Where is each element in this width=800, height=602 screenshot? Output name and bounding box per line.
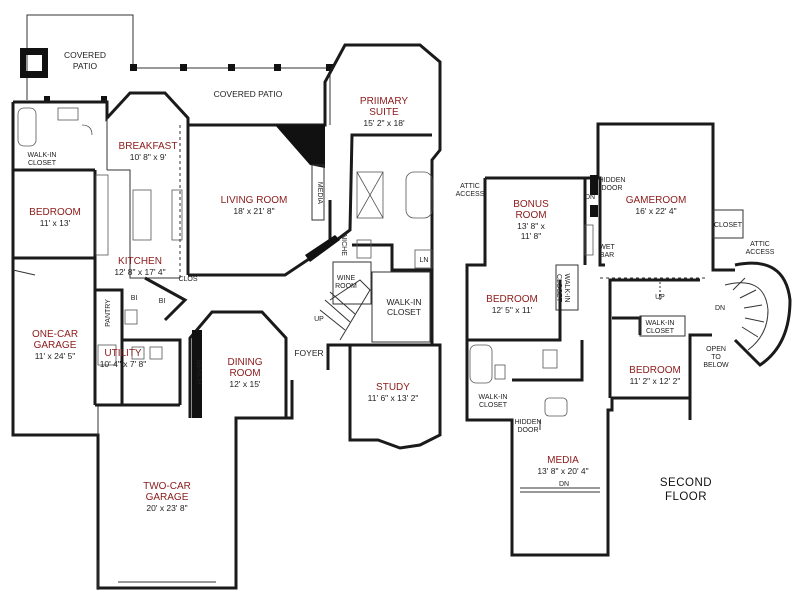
- pantry-label: PANTRY: [105, 299, 112, 327]
- dining-room-outline: [188, 310, 288, 420]
- study-name: STUDY: [376, 382, 410, 393]
- first-floor-outer-wall: [13, 43, 442, 450]
- bedroom-name: BEDROOM: [29, 207, 81, 218]
- utility-dims: 10' 4" x 7' 8": [100, 359, 147, 369]
- gameroom-name: GAMEROOM: [626, 195, 687, 206]
- dn-media: DN: [559, 481, 569, 488]
- utility-name: UTILITY: [104, 348, 142, 359]
- living-room-dims: 18' x 21' 8": [233, 206, 274, 216]
- bedroom-dims: 11' x 13': [40, 218, 71, 228]
- media-niche-label: MEDIA: [316, 182, 323, 205]
- bench-label: BENCH: [195, 360, 202, 385]
- bi-label-2: BI: [159, 298, 166, 305]
- fireplace-living: [275, 125, 325, 168]
- media-name: MEDIA: [547, 455, 579, 466]
- bedroom-left-name: BEDROOM: [486, 294, 538, 305]
- fireplace: [20, 48, 48, 78]
- media-dims: 13' 8" x 20' 4": [537, 466, 588, 476]
- two-car-garage-dims: 20' x 23' 8": [146, 503, 187, 513]
- breakfast-dims: 10' 8" x 9': [130, 152, 167, 162]
- gameroom-dims: 16' x 22' 4": [635, 206, 676, 216]
- first-floor: [11, 14, 442, 590]
- niche-label: NICHE: [340, 234, 347, 256]
- living-room-name: LIVING ROOM: [221, 195, 288, 206]
- dn-stairs: DN: [715, 305, 725, 312]
- covered-patio-top-label: COVERED PATIO: [214, 89, 283, 99]
- kitchen-name: KITCHEN: [118, 256, 162, 267]
- second-floor-outer-wall: [465, 178, 712, 557]
- up-label: UP: [314, 316, 324, 323]
- up-second: UP: [655, 294, 665, 301]
- bedroom-left-dims: 12' 5" x 11': [492, 305, 533, 315]
- kitchen-dims: 12' 8" x 17' 4": [114, 267, 165, 277]
- dn-bonus: DN: [585, 194, 595, 201]
- dining-room-dims: 12' x 15': [229, 379, 261, 389]
- one-car-garage-dims: 11' x 24' 5": [35, 351, 76, 361]
- bi-label-1: BI: [131, 295, 138, 302]
- stairs-outline: [733, 261, 792, 367]
- second-floor: [465, 122, 792, 557]
- covered-patio-left-outline: [26, 14, 134, 100]
- walk-in-closet-vertical: WALK-INCLOSET: [555, 274, 570, 303]
- foyer-label: FOYER: [294, 348, 323, 358]
- ln-label: LN: [420, 257, 429, 264]
- bedroom-right-dims: 11' 2" x 12' 2": [630, 376, 681, 386]
- study-dims: 11' 6" x 13' 2": [368, 393, 419, 403]
- clos-label: CLOS: [178, 276, 197, 283]
- primary-suite-dims: 15' 2" x 18': [363, 118, 405, 128]
- bedroom-right-name: BEDROOM: [629, 365, 681, 376]
- closet-gameroom: CLOSET: [714, 222, 743, 229]
- breakfast-name: BREAKFAST: [119, 141, 178, 152]
